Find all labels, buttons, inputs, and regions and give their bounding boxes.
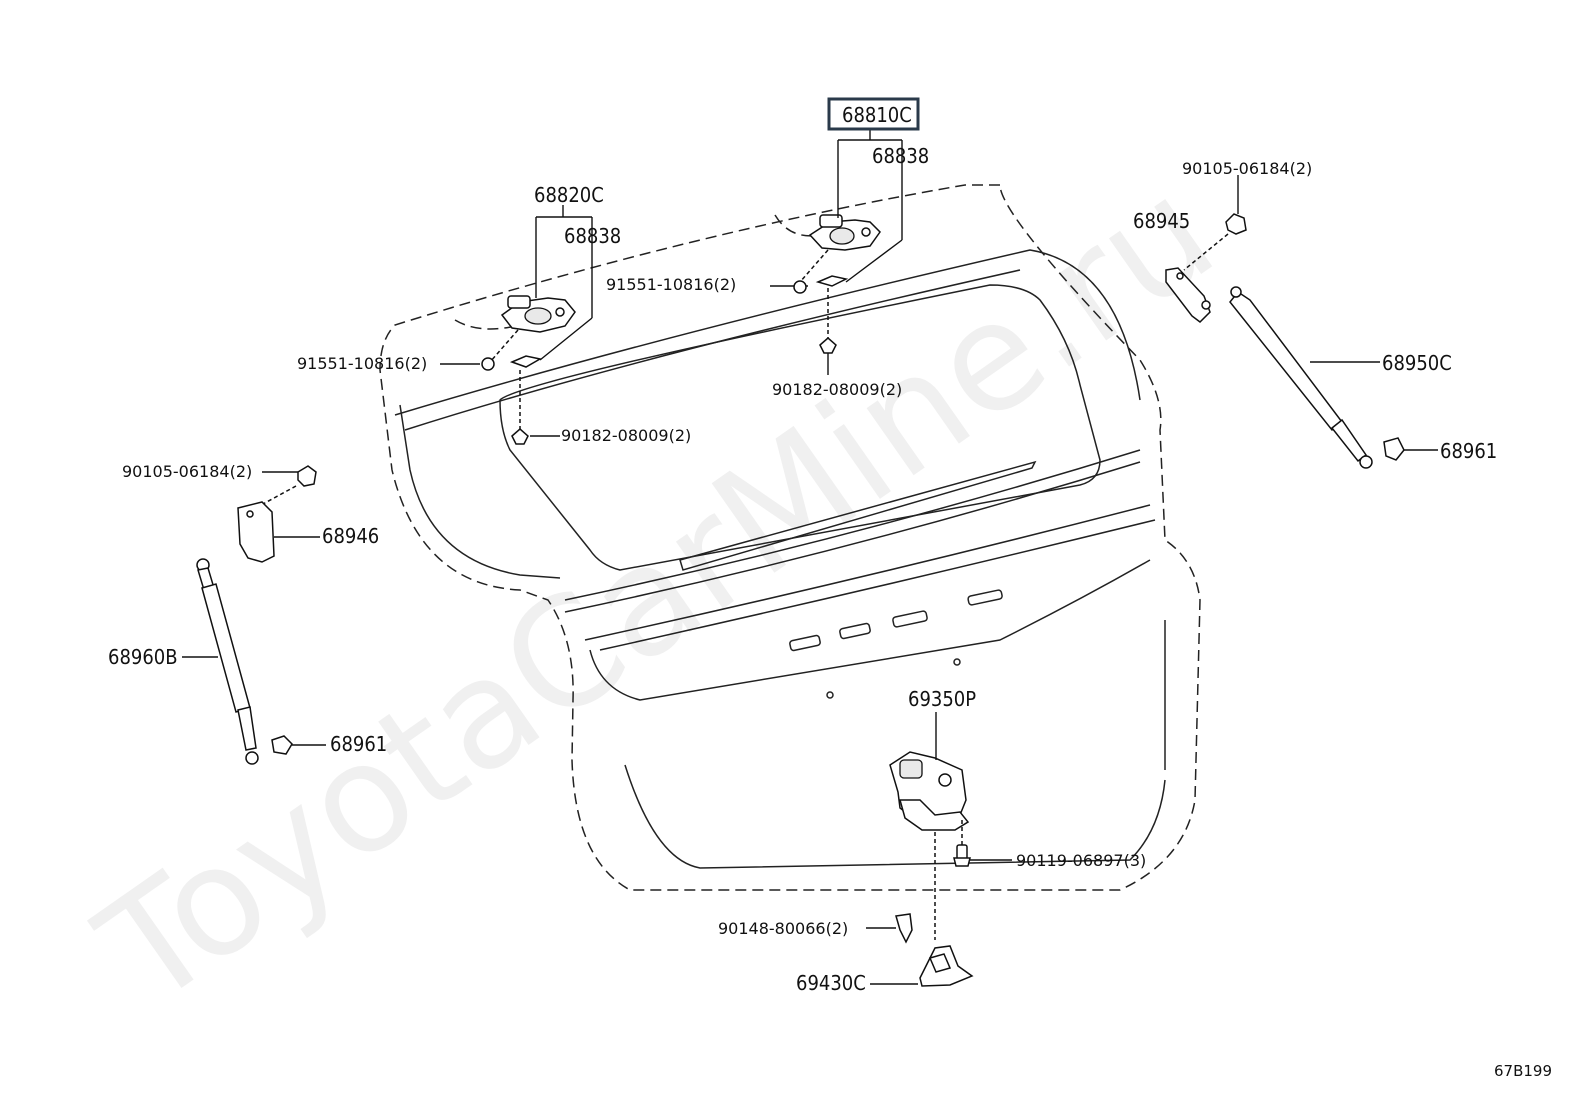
stay-bracket-right-bolt (1183, 213, 1247, 271)
damper-stay-right (1229, 286, 1380, 469)
callout-68838-left[interactable]: 68838 (564, 224, 621, 248)
callout-68961-left[interactable]: 68961 (330, 732, 387, 756)
callout-90119-06897[interactable]: 90119-06897(3) (1016, 851, 1146, 870)
callout-90182-08009-left[interactable]: 90182-08009(2) (561, 426, 691, 445)
callout-68946[interactable]: 68946 (322, 524, 379, 548)
hinge-right-nut (819, 337, 837, 354)
striker-cover (870, 945, 974, 987)
lock-bolt (953, 820, 1012, 867)
ball-stud-right (1383, 437, 1438, 461)
callout-90105-06184-left[interactable]: 90105-06184(2) (122, 462, 252, 481)
hinge-left (500, 295, 576, 368)
callout-69350P[interactable]: 69350P (908, 687, 976, 711)
striker-screw (866, 913, 913, 944)
callout-68945[interactable]: 68945 (1133, 209, 1190, 233)
callout-90182-08009-right[interactable]: 90182-08009(2) (772, 380, 902, 399)
callout-highlight-box (827, 97, 920, 131)
ball-stud-left (271, 735, 326, 755)
hinge-left-nut (511, 428, 529, 445)
callout-68838-right[interactable]: 68838 (872, 144, 929, 168)
callout-68810C[interactable]: 68810C (842, 103, 912, 127)
callout-90105-06184-right[interactable]: 90105-06184(2) (1182, 159, 1312, 178)
hinge-right (808, 214, 881, 287)
callout-68820C[interactable]: 68820C (534, 183, 604, 207)
callout-68950C[interactable]: 68950C (1382, 351, 1452, 375)
callout-91551-10816-left[interactable]: 91551-10816(2) (297, 354, 427, 373)
back-door-inner-lines (394, 249, 1166, 869)
damper-stay-left (182, 558, 259, 765)
callout-68960B[interactable]: 68960B (108, 645, 178, 669)
hinge-right-leaders (770, 130, 903, 340)
hinge-right-bolt (793, 280, 807, 294)
callout-69430C[interactable]: 69430C (796, 971, 866, 995)
callout-91551-10816-right[interactable]: 91551-10816(2) (606, 275, 736, 294)
hinge-left-leaders (440, 205, 593, 437)
hinge-left-bolt (481, 357, 495, 371)
lock-assy (889, 712, 970, 831)
callout-68961-right[interactable]: 68961 (1440, 439, 1497, 463)
stay-bracket-left (237, 501, 320, 563)
callout-90148-80066[interactable]: 90148-80066(2) (718, 919, 848, 938)
stay-bracket-left-bolt (251, 465, 317, 511)
diagram-code: 67B199 (1494, 1062, 1552, 1080)
stay-bracket-right (1165, 267, 1211, 323)
